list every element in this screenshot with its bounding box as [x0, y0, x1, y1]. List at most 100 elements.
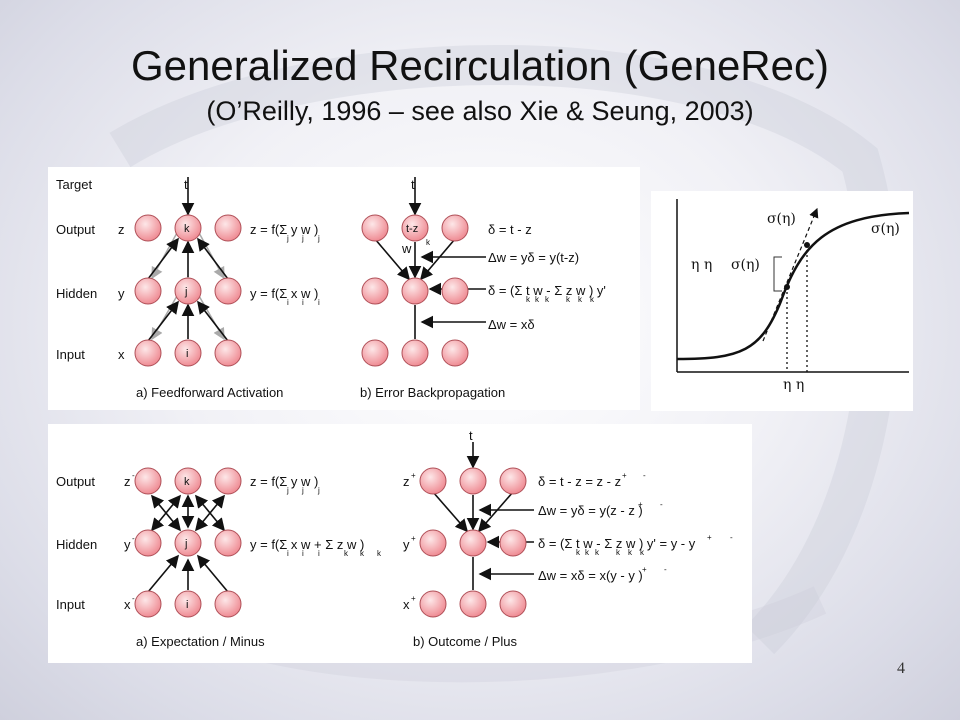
svg-text:i: i	[287, 549, 289, 558]
slide-title: Generalized Recirculation (GeneRec)	[131, 42, 829, 89]
bidirectional-arrows	[147, 494, 229, 593]
unit-i: i	[186, 348, 188, 360]
svg-text:+: +	[411, 534, 416, 543]
svg-text:k: k	[590, 295, 595, 304]
row-label-hidden-b: Hidden	[56, 537, 97, 552]
svg-text:k: k	[616, 548, 621, 557]
svg-text:i: i	[302, 298, 304, 307]
page-number: 4	[897, 660, 905, 677]
unit-i-b: i	[186, 599, 188, 611]
eq-dw-output: Δw = yδ = y(t-z)	[488, 250, 579, 265]
svg-text:+: +	[411, 471, 416, 480]
eq-dw-plus-output: Δw = yδ = y(z - z )	[538, 503, 643, 518]
svg-text:k: k	[566, 295, 571, 304]
var-z: z	[118, 222, 125, 237]
svg-text:j: j	[301, 486, 304, 495]
var-x-minus: x	[124, 597, 131, 612]
target-t-a: t	[184, 177, 188, 192]
svg-text:k: k	[585, 548, 590, 557]
svg-text:k: k	[535, 295, 540, 304]
sigmoid-diagram: σ(η) σ(η) η η σ(η) η η	[651, 191, 913, 411]
eq-hidden-activation: y = f(Σ x w )	[250, 286, 318, 301]
units-minus	[134, 467, 242, 618]
svg-text:-: -	[660, 500, 663, 509]
svg-text:k: k	[344, 549, 349, 558]
unit-j-b: j	[184, 538, 187, 550]
row-label-input: Input	[56, 347, 85, 362]
svg-text:k: k	[578, 295, 583, 304]
row-label-hidden: Hidden	[56, 286, 97, 301]
svg-text:+: +	[642, 565, 647, 574]
svg-text:j: j	[301, 234, 304, 243]
var-z-minus: z	[124, 474, 131, 489]
svg-text:j: j	[286, 234, 289, 243]
var-x: x	[118, 347, 125, 362]
eq-delta-hidden: δ = (Σ t w - Σ z w ) y'	[488, 283, 606, 298]
unit-k: k	[184, 223, 190, 235]
row-label-output: Output	[56, 222, 95, 237]
tangent-line	[762, 207, 819, 342]
feedforward-backprop-diagram: Target Output Hidden Input z y x t	[48, 167, 640, 410]
svg-text:k: k	[640, 548, 645, 557]
weight-w: w	[401, 241, 412, 256]
svg-text:+: +	[622, 471, 627, 480]
svg-text:-: -	[664, 565, 667, 574]
target-t-plus: t	[469, 428, 473, 443]
sigmoid-axes	[676, 199, 909, 373]
svg-text:-: -	[132, 594, 135, 603]
svg-text:-: -	[132, 471, 135, 480]
unit-k-b: k	[184, 476, 190, 488]
svg-text:i: i	[318, 298, 320, 307]
svg-text:+: +	[638, 500, 643, 509]
units-a	[134, 214, 242, 367]
eq-output-activation: z = f(Σ y w )	[250, 222, 318, 237]
caption-feedforward: a) Feedforward Activation	[136, 385, 283, 400]
unit-error-label: t-z	[406, 223, 418, 235]
svg-text:-: -	[643, 471, 646, 480]
svg-text:i: i	[287, 298, 289, 307]
caption-minus: a) Expectation / Minus	[136, 634, 265, 649]
sigmoid-curve	[676, 211, 910, 361]
eq-dw-hidden: Δw = xδ	[488, 317, 535, 332]
weight-k: k	[426, 238, 431, 247]
svg-text:i: i	[318, 549, 320, 558]
var-y: y	[118, 286, 125, 301]
caption-backprop: b) Error Backpropagation	[360, 385, 505, 400]
svg-text:k: k	[360, 549, 365, 558]
caption-plus: b) Outcome / Plus	[413, 634, 518, 649]
backprop-arrows	[374, 177, 486, 339]
drop-lines	[786, 245, 808, 372]
var-y-plus: y	[403, 537, 410, 552]
label-sigma-right: σ(η)	[871, 221, 900, 237]
svg-text:+: +	[707, 533, 712, 542]
eq-hidden-minus: y = f(Σ x w + Σ z w )	[250, 537, 364, 552]
generec-phases-diagram: Output Hidden Input z - y - x - k j i z …	[48, 424, 752, 663]
slide-subtitle: (O’Reilly, 1996 – see also Xie & Seung, …	[206, 96, 754, 126]
bracket	[773, 256, 782, 292]
svg-text:-: -	[132, 534, 135, 543]
svg-text:-: -	[730, 533, 733, 542]
svg-text:k: k	[595, 548, 600, 557]
svg-text:j: j	[286, 486, 289, 495]
plus-arrows	[432, 442, 534, 590]
eq-delta-plus-hidden: δ = (Σ t w - Σ z w ) y' = y - y	[538, 536, 696, 551]
row-label-target: Target	[56, 177, 93, 192]
var-y-minus: y	[124, 537, 131, 552]
label-sigma-top: σ(η)	[767, 211, 796, 227]
svg-text:k: k	[377, 549, 382, 558]
unit-j: j	[184, 286, 187, 298]
point-upper	[804, 242, 810, 248]
point-lower	[784, 284, 790, 290]
svg-text:k: k	[628, 548, 633, 557]
var-z-plus: z	[403, 474, 410, 489]
feedforward-arrows	[147, 177, 229, 342]
eq-delta-plus-output: δ = t - z = z - z	[538, 474, 621, 489]
eq-output-minus: z = f(Σ y w )	[250, 474, 318, 489]
label-eta-bottom: η η	[783, 377, 804, 393]
units-plus	[419, 467, 527, 618]
label-eta-left: η η	[691, 257, 712, 273]
svg-text:+: +	[411, 594, 416, 603]
row-label-output-b: Output	[56, 474, 95, 489]
var-x-plus: x	[403, 597, 410, 612]
row-label-input-b: Input	[56, 597, 85, 612]
